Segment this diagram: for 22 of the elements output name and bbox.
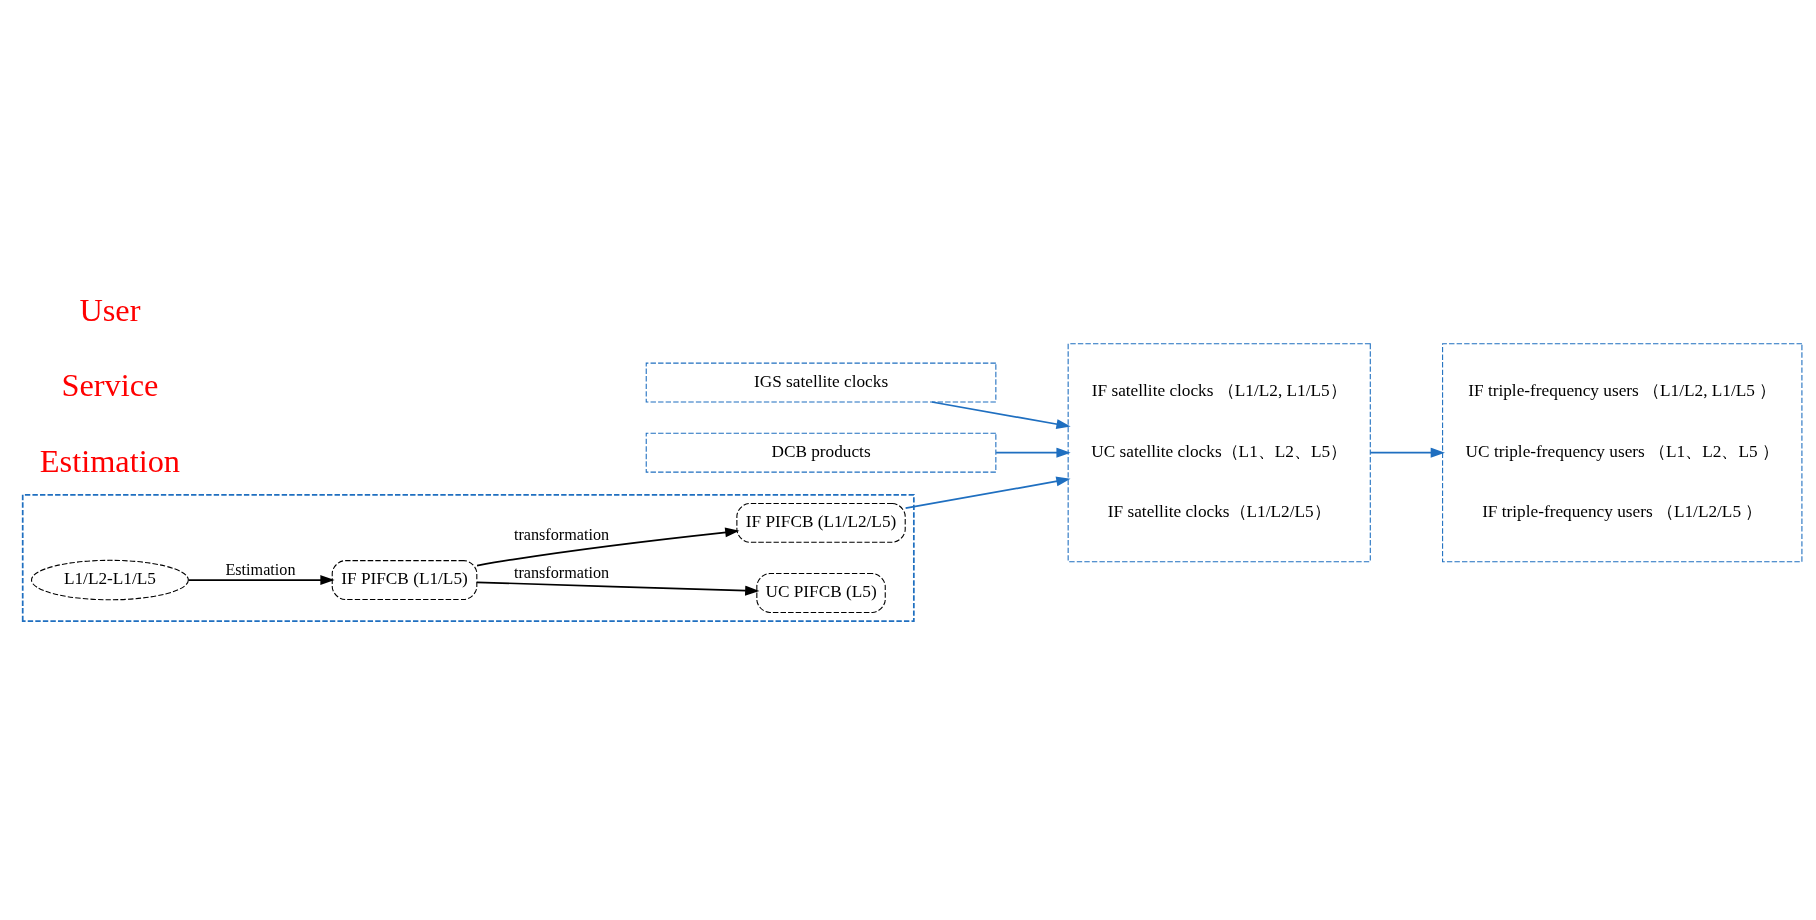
arrow (476, 527, 740, 567)
node-box: IF PIFCB (L1/L5) (331, 560, 478, 600)
arrow (187, 575, 335, 586)
label: Estimation (39, 442, 181, 479)
edge-label: transformation (513, 563, 610, 581)
node-box: IF triple-frequency users （L1/L2, L1/L5 ） UC triple-frequency users （L1、L2、L5 ） IF triple-frequency users （L1/L2/L5 ） (1442, 343, 1803, 563)
edge-label: transformation (513, 526, 610, 544)
arrow (931, 401, 1071, 430)
label: User (79, 291, 141, 328)
arrow (995, 447, 1071, 458)
arrow (904, 476, 1071, 509)
node-box: UC PIFCB (L5) (756, 573, 886, 613)
arrow (1369, 447, 1445, 458)
cluster (21, 493, 915, 622)
node-box: IF satellite clocks （L1/L2, L1/L5） UC satellite clocks（L1、L2、L5） IF satellite clocks（L1/L2/L5） (1067, 343, 1371, 563)
node-box: DCB products (645, 432, 997, 473)
node-ellipse: L1/L2-L1/L5 (31, 559, 189, 601)
node-box: IGS satellite clocks (645, 362, 997, 403)
node-box: IF PIFCB (L1/L2/L5) (736, 502, 906, 543)
label: Service (61, 367, 159, 404)
edge-label: Estimation (225, 560, 296, 578)
arrow (475, 581, 760, 596)
